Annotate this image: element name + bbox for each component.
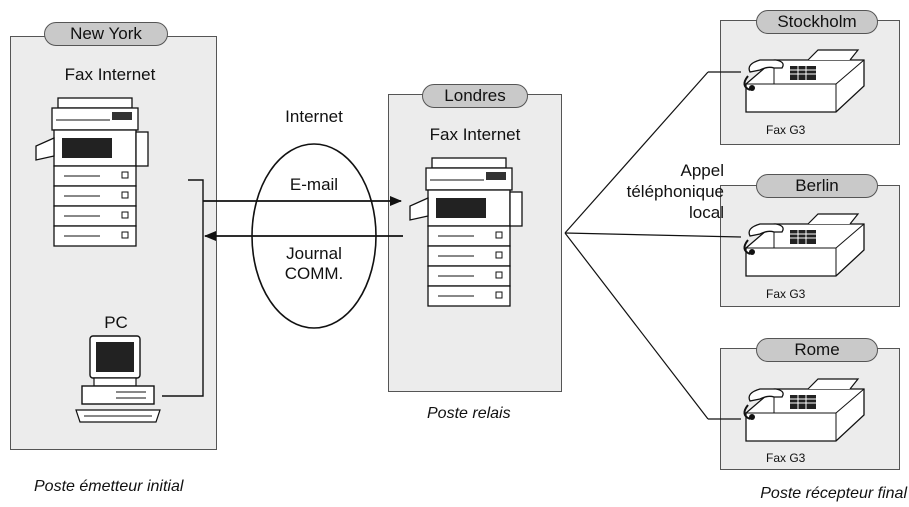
origin-caption: Poste émetteur initial [34, 478, 184, 495]
pc-label: PC [104, 313, 128, 332]
origin-copier-icon [35, 97, 149, 247]
receiver-caption: Poste récepteur final [760, 485, 907, 502]
origin-city-label: New York [44, 22, 168, 46]
relay-city-label: Londres [422, 84, 528, 108]
fax-g3-berlin-icon [743, 213, 865, 277]
pc-icon [75, 335, 161, 423]
relay-device-label: Fax Internet [429, 125, 521, 144]
journal-label-line2: COMM. [284, 264, 344, 283]
phone-call-line1: Appel [680, 161, 724, 180]
relay-copier-icon [409, 157, 523, 307]
internet-label: Internet [285, 107, 343, 126]
phone-call-line3: local [689, 203, 724, 222]
journal-label-line1: Journal [286, 244, 342, 263]
fax-g3-stockholm-icon [743, 49, 865, 113]
receiver-device-rome: Fax G3 [766, 451, 806, 465]
fax-g3-rome-icon [743, 378, 865, 442]
relay-caption: Poste relais [427, 405, 511, 422]
receiver-device-stockholm: Fax G3 [766, 123, 806, 137]
email-label: E-mail [289, 175, 339, 194]
receiver-city-berlin: Berlin [756, 174, 878, 198]
receiver-device-berlin: Fax G3 [766, 287, 806, 301]
receiver-city-rome: Rome [756, 338, 878, 362]
phone-call-line2: téléphonique [626, 182, 724, 201]
receiver-city-stockholm: Stockholm [756, 10, 878, 34]
origin-device-label: Fax Internet [64, 65, 156, 84]
